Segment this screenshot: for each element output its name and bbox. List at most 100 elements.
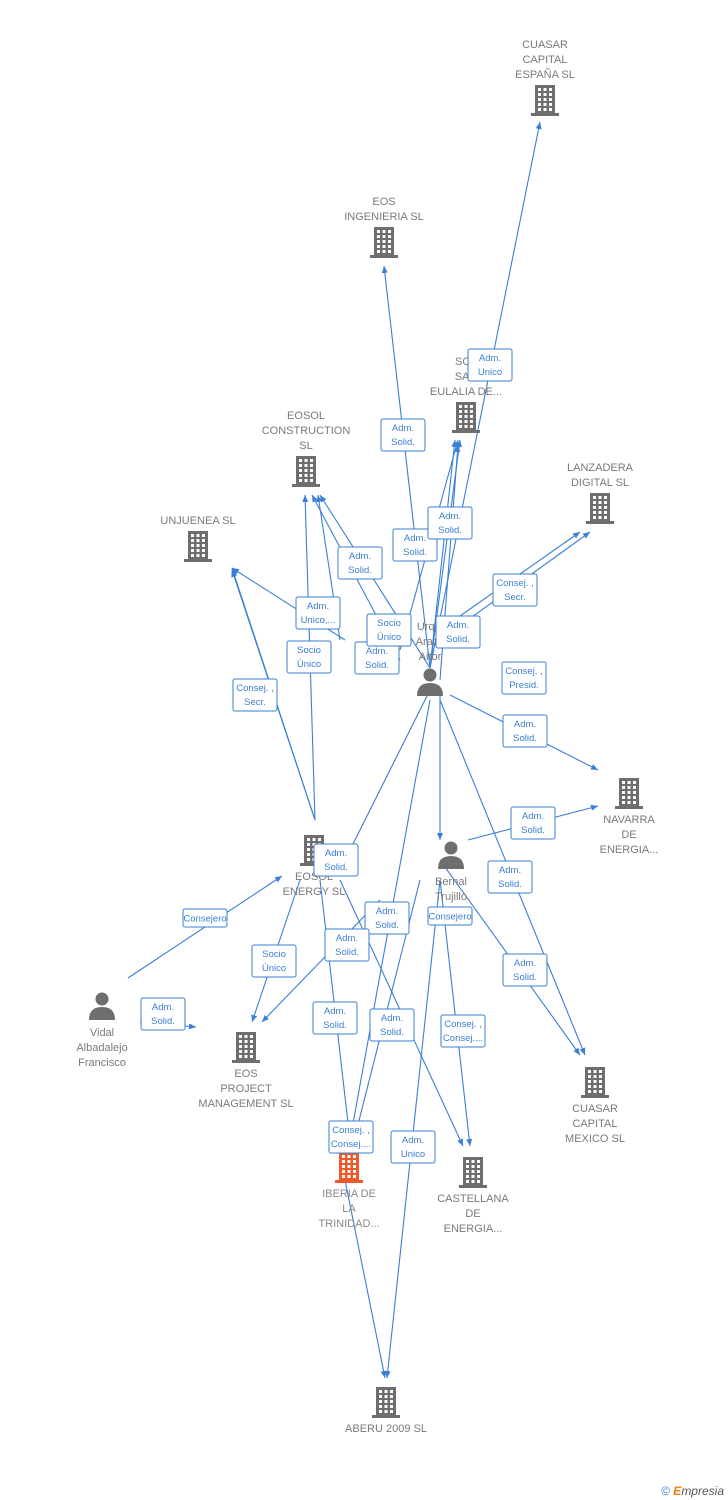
relationship-label-text: Socio	[297, 645, 321, 656]
relationship-label-text: Solid.	[498, 879, 522, 890]
relationship-label[interactable]: Adm.Solid.	[324, 928, 370, 962]
relationship-label[interactable]: Adm. Solid.	[487, 860, 533, 894]
building-icon	[452, 402, 480, 433]
relationship-label-text: Adm.	[381, 1013, 403, 1024]
relationship-label-text: Único	[262, 963, 286, 974]
relationship-label[interactable]: Adm.Solid.	[354, 641, 400, 675]
node-label: MANAGEMENT SL	[198, 1098, 293, 1110]
relationship-label-text: Solid.	[521, 825, 545, 836]
node-label: LA	[342, 1203, 356, 1215]
relationship-label[interactable]: Consej. , Presid.	[501, 661, 547, 695]
node-label: CUASAR	[572, 1103, 618, 1115]
relationship-edge	[429, 439, 458, 669]
relationship-label[interactable]: Adm.Solid.	[502, 714, 548, 748]
relationship-edge	[381, 265, 431, 669]
node-label: Vidal	[90, 1027, 114, 1039]
building-icon	[232, 1032, 260, 1063]
relationship-label-text: Adm.	[307, 601, 329, 612]
node-castellana[interactable]: CASTELLANADEENERGIA...	[437, 1157, 509, 1235]
relationship-label[interactable]: Consej. ,Secr.	[492, 573, 538, 607]
relationship-label-text: Adm.	[349, 551, 371, 562]
node-label: CAPITAL	[522, 54, 567, 66]
relationship-label-text: Adm.	[499, 865, 521, 876]
relationship-label[interactable]: Consej. , Secr.	[232, 678, 278, 712]
relationship-label-text: Presid.	[509, 680, 539, 691]
node-label: LANZADERA	[567, 462, 634, 474]
relationship-label-text: Secr.	[244, 697, 266, 708]
relationship-label-text: Consej. ,	[505, 666, 543, 677]
building-icon	[586, 493, 614, 524]
relationship-label[interactable]: Consejero	[182, 908, 228, 928]
relationship-label[interactable]: Adm.Solid.	[313, 843, 359, 877]
relationship-label[interactable]: Adm.Solid.	[364, 901, 410, 935]
relationship-label[interactable]: Consej. , Consej....	[440, 1014, 486, 1048]
brand-logo-letter: E	[673, 1484, 682, 1498]
building-icon	[372, 1387, 400, 1418]
node-label: EOS	[372, 196, 395, 208]
relationship-label[interactable]: Adm.Solid.	[369, 1008, 415, 1042]
relationship-edge	[344, 1179, 387, 1379]
relationship-edge	[344, 689, 431, 861]
relationship-label-text: Adm.	[152, 1002, 174, 1013]
building-icon	[184, 531, 212, 562]
node-iberia[interactable]: IBERIA DELATRINIDAD...	[318, 1152, 380, 1230]
node-label: CAPITAL	[572, 1118, 617, 1130]
node-aberu[interactable]: ABERU 2009 SL	[345, 1387, 427, 1435]
relationship-label[interactable]: Adm.Solid.	[392, 528, 438, 562]
node-label: ABERU 2009 SL	[345, 1423, 427, 1435]
relationship-label-text: Solid.	[151, 1016, 175, 1027]
relationship-label-text: Solid.	[513, 972, 537, 983]
relationship-label[interactable]: Adm.Solid.	[510, 806, 556, 840]
building-icon	[370, 227, 398, 258]
relationship-label-text: Consej. ,	[236, 683, 274, 694]
node-label: IBERIA DE	[322, 1188, 376, 1200]
relationship-label[interactable]: Adm. Solid.	[140, 997, 186, 1031]
relationship-label-text: Consejero	[183, 914, 226, 925]
relationship-label-text: Solid.	[446, 634, 470, 645]
copyright-symbol: ©	[661, 1484, 670, 1498]
relationship-label-text: Solid.	[438, 525, 462, 536]
relationship-label-text: Consejero	[428, 912, 471, 923]
building-icon	[531, 85, 559, 116]
relationship-label[interactable]: Adm.Solid.	[427, 506, 473, 540]
relationship-label[interactable]: Consej. ,Consej....	[328, 1120, 374, 1154]
relationship-label[interactable]: Adm. Solid.	[337, 546, 383, 580]
building-icon	[292, 456, 320, 487]
relationship-label[interactable]: Adm.Solid.	[380, 418, 426, 452]
relationship-label-text: Adm.	[366, 646, 388, 657]
relationship-label[interactable]: Adm.Unico	[467, 348, 513, 382]
relationship-label[interactable]: Adm.Unico	[390, 1130, 436, 1164]
relationship-label-text: Solid.	[323, 1020, 347, 1031]
node-label: ENERGY SL	[283, 886, 346, 898]
relationship-label[interactable]: Consejero	[427, 906, 473, 926]
relationship-label[interactable]: Adm. Unico,...	[295, 596, 341, 630]
node-unjuenea[interactable]: UNJUENEA SL	[160, 515, 236, 562]
node-label: EULALIA DE...	[430, 386, 502, 398]
relationship-label[interactable]: Adm.Solid.	[435, 615, 481, 649]
node-label: SL	[299, 440, 312, 452]
node-label: ENERGIA...	[444, 1223, 503, 1235]
relationship-label[interactable]: Adm.Solid.	[502, 953, 548, 987]
node-navarra[interactable]: NAVARRADEENERGIA...	[600, 778, 659, 856]
relationship-label-text: Unico,...	[301, 615, 336, 626]
building-icon	[335, 1152, 363, 1183]
relationship-label-text: Solid.	[348, 565, 372, 576]
relationship-label-text: Adm.	[324, 1006, 346, 1017]
relationship-label-text: Consej. ,	[444, 1019, 482, 1030]
relationship-label-text: Consej....	[443, 1033, 483, 1044]
relationship-label[interactable]: Adm. Solid.	[312, 1001, 358, 1035]
relationship-label-text: Solid.	[403, 547, 427, 558]
